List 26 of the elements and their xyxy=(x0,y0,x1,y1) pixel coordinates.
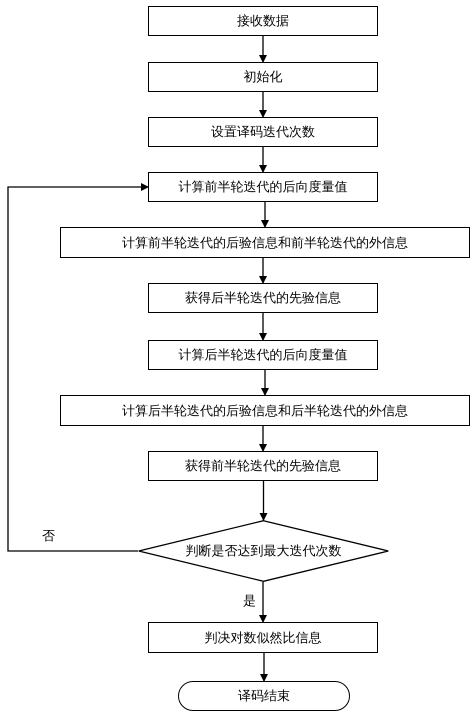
arrow xyxy=(259,92,267,118)
arrow xyxy=(259,147,267,173)
arrow xyxy=(259,582,267,623)
process-box: 计算后半轮迭代的后向度量值 xyxy=(148,340,378,370)
arrow xyxy=(259,36,267,63)
arrow xyxy=(260,481,268,521)
process-box: 设置译码迭代次数 xyxy=(148,117,378,147)
arrow xyxy=(261,202,269,228)
terminal-box: 译码结束 xyxy=(178,681,350,711)
arrow xyxy=(259,258,267,284)
process-box: 计算后半轮迭代的后验信息和后半轮迭代的外信息 xyxy=(60,395,470,426)
process-box: 计算前半轮迭代的后验信息和前半轮迭代的外信息 xyxy=(60,227,470,258)
process-box: 初始化 xyxy=(148,62,378,92)
arrow xyxy=(259,426,267,452)
edge-label: 是 xyxy=(241,592,258,610)
edge-label: 否 xyxy=(40,527,57,545)
process-box: 获得前半轮迭代的先验信息 xyxy=(148,451,378,481)
process-box: 判决对数似然比信息 xyxy=(148,622,378,653)
arrow xyxy=(7,183,149,552)
arrow xyxy=(259,313,267,341)
arrow xyxy=(261,370,269,396)
process-box: 接收数据 xyxy=(148,6,378,36)
arrow xyxy=(260,653,268,682)
process-box: 获得后半轮迭代的先验信息 xyxy=(148,283,378,313)
process-box: 计算前半轮迭代的后向度量值 xyxy=(148,172,378,202)
decision-diamond: 判断是否达到最大迭代次数 xyxy=(138,520,389,582)
